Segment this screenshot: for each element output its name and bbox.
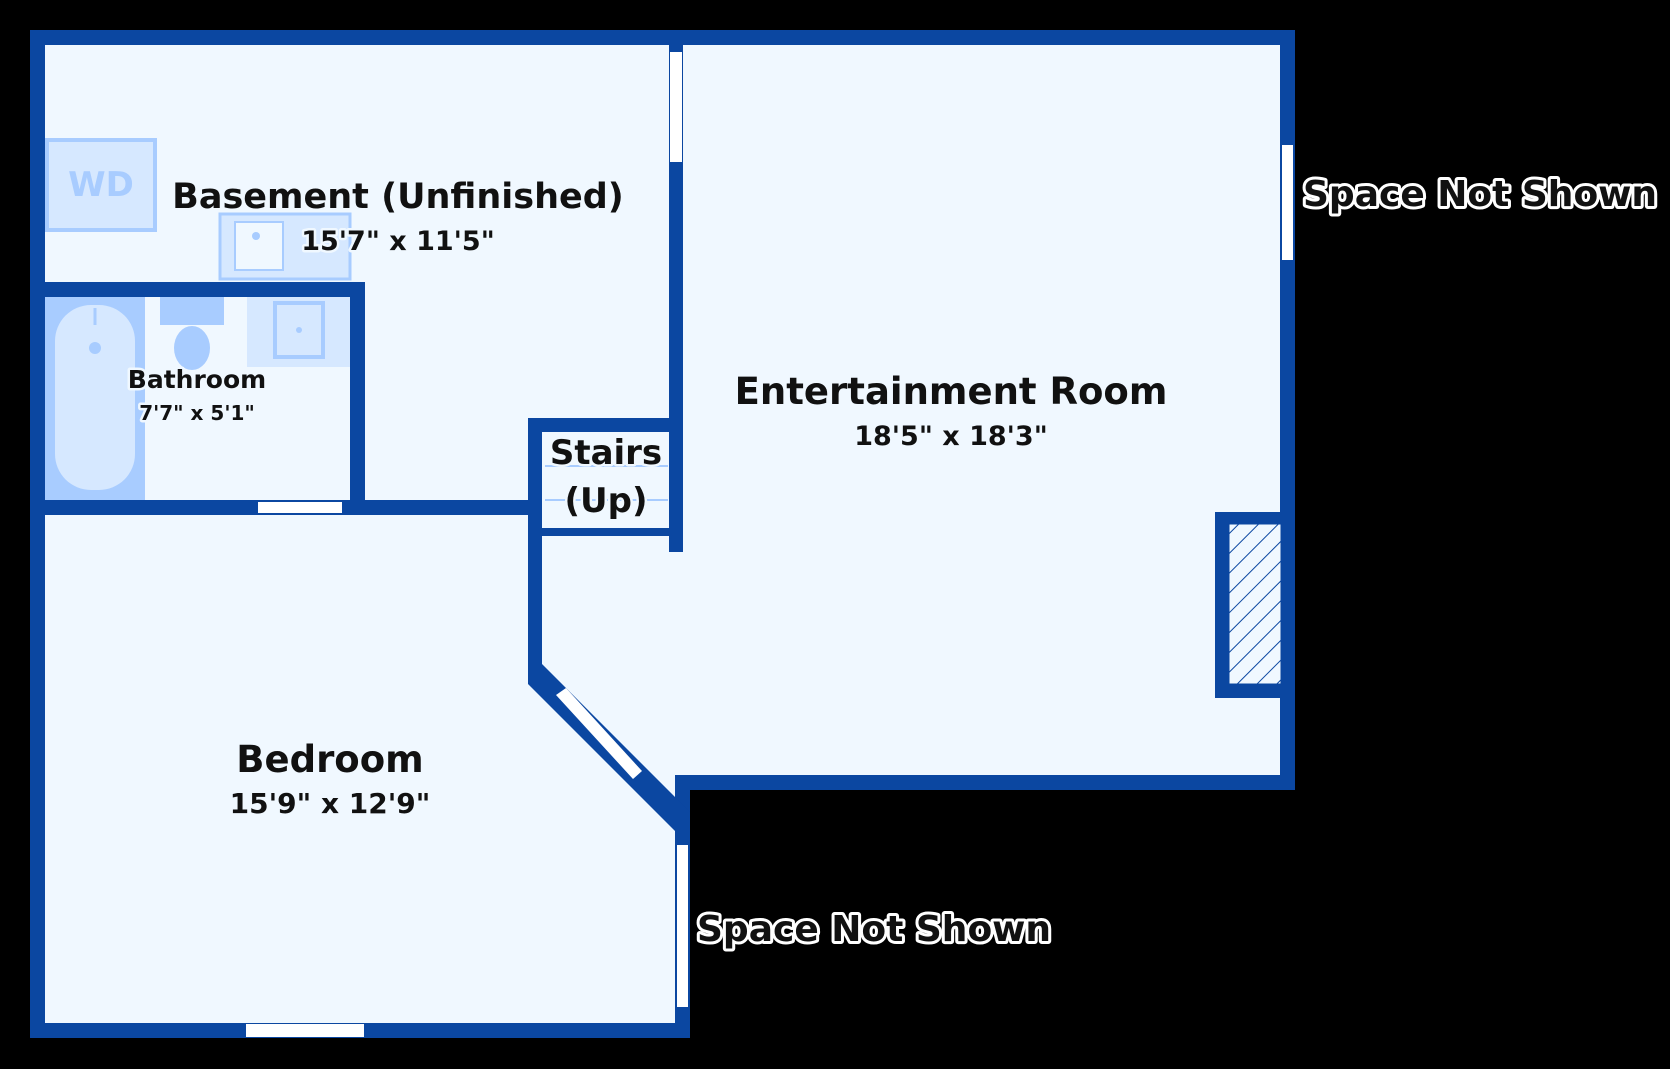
room-dims-basement: 15'7" x 11'5" (301, 226, 495, 257)
window-right (1282, 145, 1293, 260)
washer-dryer-icon: WD (45, 138, 157, 232)
utility-sink-icon (218, 212, 352, 281)
washer-dryer-label: WD (68, 165, 134, 205)
window-bedroom-right (677, 845, 688, 1007)
room-name-entertainment: Entertainment Room (735, 370, 1168, 413)
stairs-label-line2: (Up) (564, 481, 647, 521)
window-bedroom-bottom (246, 1024, 364, 1037)
door-bathroom (258, 502, 342, 513)
openings (246, 52, 1293, 1037)
room-name-bedroom: Bedroom (236, 738, 423, 781)
room-name-bathroom: Bathroom (128, 365, 266, 394)
room-dims-entertainment: 18'5" x 18'3" (854, 421, 1048, 452)
room-bedroom: Bedroom 15'9" x 12'9" (227, 736, 433, 823)
room-name-basement: Basement (Unfinished) (172, 177, 624, 217)
room-stairs: Stairs (Up) (547, 431, 664, 524)
room-bathroom: Bathroom 7'7" x 5'1" (125, 363, 268, 428)
space-not-shown-right: Space Not Shown (1303, 174, 1657, 215)
window-top-divider (670, 52, 682, 162)
vanity-sink-icon (247, 297, 350, 367)
toilet-icon (160, 297, 224, 370)
space-not-shown-bottom: Space Not Shown (697, 909, 1051, 950)
room-dims-bathroom: 7'7" x 5'1" (139, 401, 255, 425)
room-basement: Basement (Unfinished) 15'7" x 11'5" (170, 175, 627, 260)
stair-treads (545, 465, 668, 501)
bathtub-icon (45, 297, 145, 500)
room-dims-bedroom: 15'9" x 12'9" (230, 787, 431, 820)
stairs-label-line1: Stairs (550, 433, 662, 473)
room-entertainment: Entertainment Room 18'5" x 18'3" (732, 368, 1170, 455)
window-diagonal (556, 688, 642, 779)
